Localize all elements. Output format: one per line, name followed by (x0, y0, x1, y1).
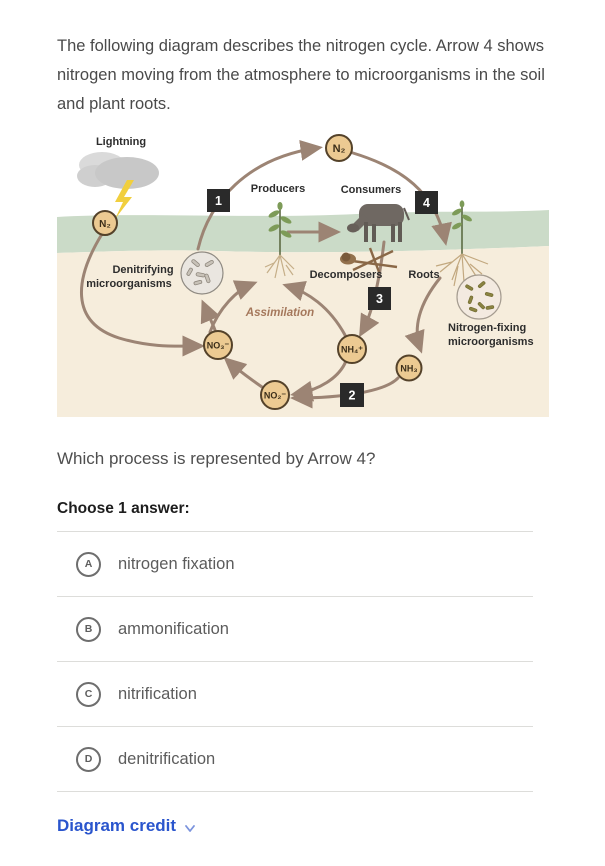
svg-text:3: 3 (376, 292, 383, 306)
diagram-credit-link[interactable]: Diagram credit (57, 816, 197, 836)
step-2-badge: 2 (340, 383, 364, 407)
nitrogen-fixing-label-line2: microorganisms (448, 336, 534, 348)
svg-text:N₂: N₂ (333, 143, 346, 155)
soil-band (57, 246, 549, 417)
decomposers-icon (340, 247, 398, 273)
step-4-badge: 4 (415, 191, 438, 214)
roots-plant-icon (435, 200, 489, 287)
svg-text:NO₃⁻: NO₃⁻ (207, 341, 230, 351)
intro-text: The following diagram describes the nitr… (57, 36, 545, 113)
answer-label-c: nitrification (118, 684, 197, 703)
svg-text:NH₃: NH₃ (400, 364, 417, 374)
step-3-badge: 3 (368, 287, 391, 310)
radio-letter-b: B (76, 616, 101, 642)
svg-text:2: 2 (349, 389, 356, 403)
cloud-icon (77, 152, 159, 189)
denitrifying-label-line1: Denitrifying (112, 264, 173, 276)
radio-letter-c: C (76, 681, 101, 707)
radio-letter-a: A (76, 551, 101, 577)
n2-top-badge: N₂ (325, 134, 353, 162)
step-1-badge: 1 (207, 189, 230, 212)
no3-badge: NO₃⁻ (203, 330, 233, 360)
no2-badge: NO₂⁻ (260, 380, 290, 410)
radio-letter-d: D (76, 746, 101, 772)
nitrogen-fixing-microbes-icon (456, 274, 502, 320)
nitrogen-fixing-label-line1: Nitrogen-fixing (448, 322, 526, 334)
decomposers-label: Decomposers (310, 269, 383, 281)
assimilation-label: Assimilation (245, 307, 314, 319)
answer-option-a[interactable]: A nitrogen fixation (57, 531, 533, 596)
choose-answer-prompt: Choose 1 answer: (57, 500, 190, 517)
producer-plant-icon (264, 202, 295, 279)
cow-icon (347, 204, 410, 242)
producers-label: Producers (251, 183, 305, 195)
nitrogen-cycle-svg: Lightning (57, 134, 549, 417)
question-text: Which process is represented by Arrow 4? (57, 449, 376, 468)
nitrogen-cycle-diagram: Lightning (57, 120, 549, 417)
nh4-badge: NH₄⁺ (337, 334, 367, 364)
lightning-label: Lightning (96, 136, 146, 148)
answer-label-a: nitrogen fixation (118, 554, 235, 573)
chevron-down-icon (185, 824, 195, 832)
roots-label: Roots (408, 269, 439, 281)
answer-option-b[interactable]: B ammonification (57, 596, 533, 661)
denitrifying-microbes-icon (180, 251, 224, 295)
svg-text:NH₄⁺: NH₄⁺ (341, 345, 363, 355)
denitrifying-label-line2: microorganisms (86, 278, 172, 290)
diagram-credit-label: Diagram credit (57, 816, 177, 835)
consumers-label: Consumers (341, 184, 402, 196)
lightning-bolt-icon (115, 180, 134, 219)
answer-list: A nitrogen fixation B ammonification C n… (57, 531, 533, 792)
answer-label-d: denitrification (118, 749, 216, 768)
answer-option-d[interactable]: D denitrification (57, 726, 533, 791)
answer-label-b: ammonification (118, 619, 229, 638)
svg-text:NO₂⁻: NO₂⁻ (264, 391, 286, 401)
nh3-badge: NH₃ (395, 354, 423, 382)
n2-left-badge: N₂ (92, 210, 118, 236)
svg-text:1: 1 (215, 194, 222, 208)
answer-option-c[interactable]: C nitrification (57, 661, 533, 726)
svg-text:4: 4 (423, 196, 430, 210)
svg-text:N₂: N₂ (99, 219, 111, 230)
